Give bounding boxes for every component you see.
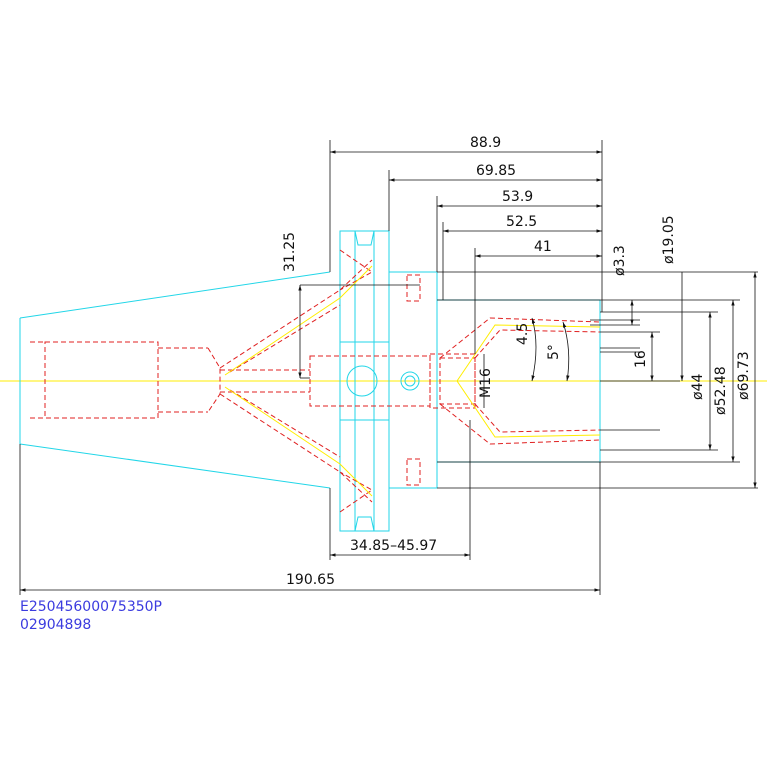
dim-dia-3-3: ø3.3 <box>612 245 628 276</box>
dim-dia-69-73: ø69.73 <box>736 351 752 400</box>
dim-88-9: 88.9 <box>470 135 501 151</box>
dim-31-25: 31.25 <box>282 232 298 272</box>
dim-53-9: 53.9 <box>502 189 533 205</box>
dimension-geometry <box>19 140 758 595</box>
dim-m16: M16 <box>478 368 494 398</box>
dim-190-65: 190.65 <box>286 572 335 588</box>
dim-dia-19-05: ø19.05 <box>661 215 677 264</box>
taper-shank-outline <box>19 271 331 489</box>
dim-16: 16 <box>633 350 649 368</box>
dim-52-5: 52.5 <box>506 214 537 230</box>
part-code: 02904898 <box>20 617 92 633</box>
dim-range-34-85-45-97: 34.85–45.97 <box>350 538 437 554</box>
dim-5-deg: 5° <box>546 344 562 360</box>
dim-dia-44: ø44 <box>690 374 706 400</box>
dim-69-85: 69.85 <box>476 163 516 179</box>
dim-41: 41 <box>534 239 552 255</box>
part-number: E25045600075350P <box>20 599 162 615</box>
dim-4-5: 4.5 <box>515 323 531 345</box>
dim-dia-52-48: ø52.48 <box>713 366 729 415</box>
